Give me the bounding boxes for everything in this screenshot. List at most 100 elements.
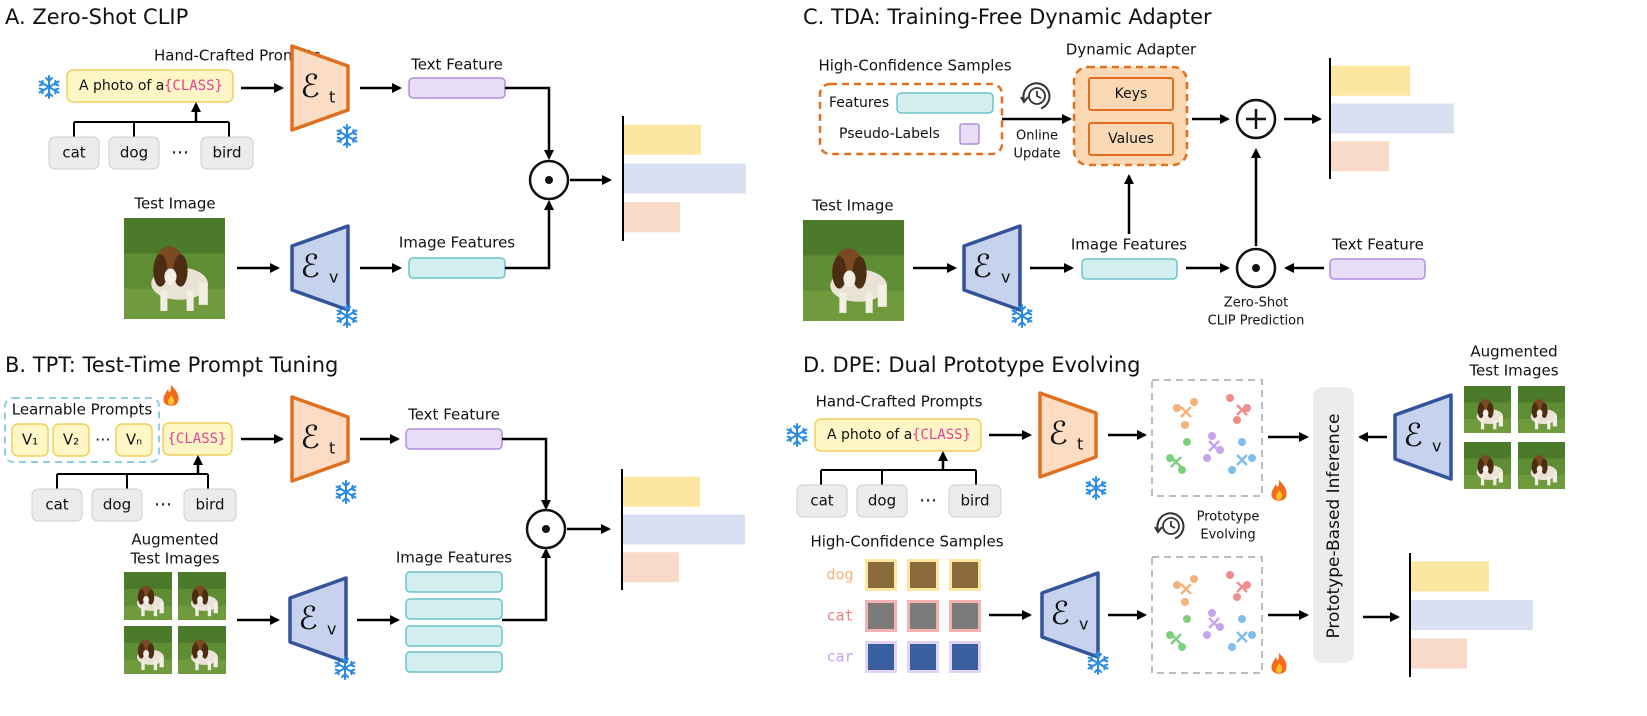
panel-c-title: C. TDA: Training-Free Dynamic Adapter (803, 5, 1212, 29)
panel-b-classes-chip-3 (183, 488, 237, 522)
panel-d-text-prototypes-point-3 (1226, 394, 1234, 402)
panel-c-text-feature (1329, 258, 1426, 280)
panel-a-prompt-box (66, 69, 234, 103)
panel-d-text-prototypes-point-2 (1181, 421, 1189, 429)
panel-d-classes-chip-0 (796, 484, 848, 518)
panel-c-logits-bar-2 (1331, 103, 1454, 134)
panel-a-prompt-box-text: A photo of a (79, 78, 164, 94)
panel-d-image-prototypes-prototype-1 (1236, 581, 1248, 593)
panel-d-classes-ellipsis: ⋯ (919, 490, 937, 511)
panel-b-classes-chip-label-0: cat (45, 496, 68, 514)
panel-c-features-label: Features (829, 95, 889, 111)
panel-b-text-encoder-subscript: t (329, 439, 335, 458)
panel-a-dot-product-icon (528, 159, 570, 201)
panel-c-keys-label: Keys (1115, 86, 1148, 102)
panel-b-logits-bar-2 (623, 514, 745, 545)
panel-d-aug-image-1 (1464, 386, 1511, 433)
panel-d-text-prototypes-box (1151, 379, 1263, 497)
panel-d-image-prototypes-prototype-4 (1236, 631, 1248, 643)
panel-d-inference-block (1313, 387, 1354, 663)
panel-d-prompt-box-text: A photo of a (827, 427, 912, 443)
panel-a-logits-bar-3 (624, 202, 680, 233)
panel-b-classes-chip-label-3: bird (195, 496, 224, 514)
panel-a-classes-chip-3 (200, 136, 254, 170)
panel-b-text-feature-label: Text Feature (407, 406, 500, 424)
panel-b-image-feature-1 (405, 571, 503, 593)
panel-a-prompt-box-class: {CLASS} (164, 78, 223, 94)
panel-b-token-3 (115, 423, 153, 457)
panel-c-logits-bar-1 (1331, 65, 1410, 96)
panel-b-title: B. TPT: Test-Time Prompt Tuning (5, 353, 338, 377)
panel-d-text-prototypes-point-1 (1190, 398, 1198, 406)
panel-b-image-feature-2 (405, 598, 503, 620)
panel-b-logits-bar-1 (623, 476, 700, 507)
panel-c-dynamic-adapter-label: Dynamic Adapter (1066, 41, 1197, 59)
panel-d-image-prototypes-point-12 (1238, 615, 1246, 623)
panel-a-text-feature-label: Text Feature (410, 56, 503, 74)
panel-d-image-encoder-subscript: v (1079, 615, 1088, 634)
panel-d-augmented-line2: Test Images (1468, 362, 1558, 380)
panel-d-aug-image-3 (1464, 442, 1511, 489)
panel-d-classes-chip-label-0: cat (810, 492, 833, 510)
panel-d-aug-image-4 (1518, 442, 1565, 489)
panel-b-augmented-line1: Augmented (131, 531, 218, 549)
panel-d-aug-image-3-photo (1464, 442, 1511, 489)
panel-b-token-label-1: V₂ (63, 431, 79, 449)
panel-d-text-prototypes-point-0 (1173, 404, 1181, 412)
panel-d-logits-bar-2 (1411, 600, 1533, 630)
panel-c-image-encoder-subscript: v (1001, 268, 1010, 287)
panel-d-text-encoder-snowflake-icon (1085, 476, 1107, 500)
panel-d-image-prototypes-point-1 (1190, 575, 1198, 583)
panel-a-image-feature (408, 257, 506, 279)
panel-d-text-prototypes-point-9 (1208, 432, 1216, 440)
panel-c-zs-line1: Zero-Shot (1224, 296, 1288, 311)
panel-c-pseudo-labels-label: Pseudo-Labels (839, 126, 940, 142)
panel-b-image-encoder-symbol: ℰ (298, 599, 317, 637)
panel-a-logits-bar-2 (624, 163, 746, 194)
panel-d-sample-label-0: dog (826, 566, 853, 584)
panel-d-text-prototypes-point-10 (1203, 454, 1211, 462)
panel-c-pseudo-label-box (959, 123, 980, 145)
panel-a-logits-bar-1 (624, 124, 701, 155)
panel-b-classes-chip-1 (91, 488, 143, 522)
panel-d-prompt-box (814, 418, 982, 452)
panel-d-sample-thumb-1-2 (952, 603, 978, 629)
panel-d-prompt-box-class: {CLASS} (912, 427, 971, 443)
panel-c-cache-feature (896, 92, 994, 114)
panel-b-classes-chip-0 (31, 488, 83, 522)
panel-d-image-prototypes-point-11 (1216, 623, 1224, 631)
panel-a-test-image-photo (124, 218, 225, 319)
panel-b-token-1 (52, 423, 90, 457)
panel-d-text-prototypes-point-5 (1233, 416, 1241, 424)
panel-b-text-encoder-symbol: ℰ (300, 418, 319, 456)
panel-c-image-encoder (962, 224, 1022, 312)
panel-a-text-feature (408, 77, 506, 99)
panel-d-image-prototypes-box (1151, 556, 1263, 674)
panel-a-image-encoder-symbol: ℰ (300, 247, 319, 285)
panel-d-sample-thumb-2-0 (868, 644, 894, 670)
panel-d-sample-label-2: car (826, 648, 853, 666)
panel-d-image-prototypes-point-7 (1178, 643, 1186, 651)
panel-d-text-encoder-symbol: ℰ (1048, 414, 1067, 452)
panel-d-image-prototypes-point-3 (1226, 571, 1234, 579)
panel-d-classes-chip-1 (856, 484, 908, 518)
panel-d-proto-line1: Prototype (1197, 510, 1260, 525)
panel-d-text-prototypes-point-12 (1238, 438, 1246, 446)
panel-b-dot-product-icon (525, 508, 567, 550)
panel-d-image-prototypes-point-6 (1166, 631, 1174, 639)
panel-a-text-to-dot-arrow (505, 86, 554, 160)
panel-c-online-update-clock-icon (1020, 82, 1051, 110)
panel-c-image-features-label: Image Features (1071, 236, 1187, 254)
panel-a-test-image (124, 218, 225, 319)
panel-d-image-prototypes-point-10 (1203, 631, 1211, 639)
panel-d-aug-image-2-photo (1518, 386, 1565, 433)
panel-c-online-line2: Update (1013, 147, 1060, 162)
panel-d-proto-line2: Evolving (1200, 528, 1255, 543)
panel-a-text-encoder-snowflake-icon (336, 124, 358, 148)
panel-c-online-line1: Online (1016, 129, 1058, 144)
panel-d-sample-thumb-0-0 (868, 562, 894, 588)
panel-b-logits-bar-3 (623, 552, 679, 583)
panel-d-sample-thumb-1-0 (868, 603, 894, 629)
